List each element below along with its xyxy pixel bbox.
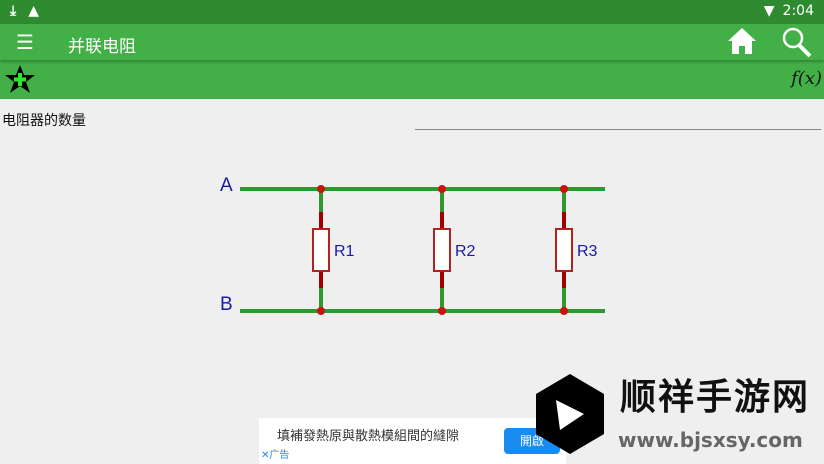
ad-label: 广告 bbox=[269, 450, 290, 461]
resistor-count-label: 电阻器的数量 bbox=[2, 113, 86, 129]
menu-icon[interactable]: ☰ bbox=[16, 30, 34, 54]
junction-node bbox=[317, 307, 325, 315]
toolbar: f(x) bbox=[0, 60, 824, 99]
logo-icon bbox=[536, 374, 604, 454]
junction-node bbox=[438, 307, 446, 315]
resistor-2 bbox=[433, 228, 451, 272]
page-title: 并联电阻 bbox=[68, 37, 136, 57]
search-icon[interactable] bbox=[780, 26, 814, 58]
resistor-3 bbox=[555, 228, 573, 272]
resistor-count-input[interactable] bbox=[415, 129, 821, 130]
node-b-label: B bbox=[220, 294, 233, 315]
watermark-url: www.bjsxsy.com bbox=[618, 428, 803, 452]
ad-text: 填補發熱原與散熱模組間的縫隙 bbox=[277, 429, 460, 444]
resistor-label: R1 bbox=[334, 243, 355, 260]
star-plus-icon[interactable] bbox=[4, 64, 36, 94]
resistor-label: R2 bbox=[455, 243, 476, 260]
close-icon[interactable]: ✕ bbox=[261, 450, 270, 461]
clock: 2:04 bbox=[782, 3, 814, 19]
formula-button[interactable]: f(x) bbox=[791, 68, 822, 89]
resistor-label: R3 bbox=[577, 243, 598, 260]
app-bar: ☰ 并联电阻 bbox=[0, 24, 824, 60]
junction-node bbox=[438, 185, 446, 193]
ad-banner[interactable]: 填補發熱原與散熱模組間的縫隙 開啟 ✕广告 bbox=[259, 418, 566, 464]
download-icon: ⤓ bbox=[10, 3, 17, 19]
watermark-logo: 顺祥手游网 www.bjsxsy.com bbox=[530, 372, 824, 464]
junction-node bbox=[560, 185, 568, 193]
resistor-1 bbox=[312, 228, 330, 272]
warning-icon: ▲ bbox=[28, 3, 39, 19]
home-icon[interactable] bbox=[726, 26, 758, 56]
node-a-label: A bbox=[220, 175, 233, 196]
status-bar: ⤓ ▲ ▼ 2:04 bbox=[0, 0, 824, 24]
junction-node bbox=[560, 307, 568, 315]
ad-close[interactable]: ✕广告 bbox=[261, 450, 289, 462]
wifi-icon: ▼ bbox=[763, 3, 775, 19]
junction-node bbox=[317, 185, 325, 193]
watermark-name: 顺祥手游网 bbox=[620, 377, 811, 418]
